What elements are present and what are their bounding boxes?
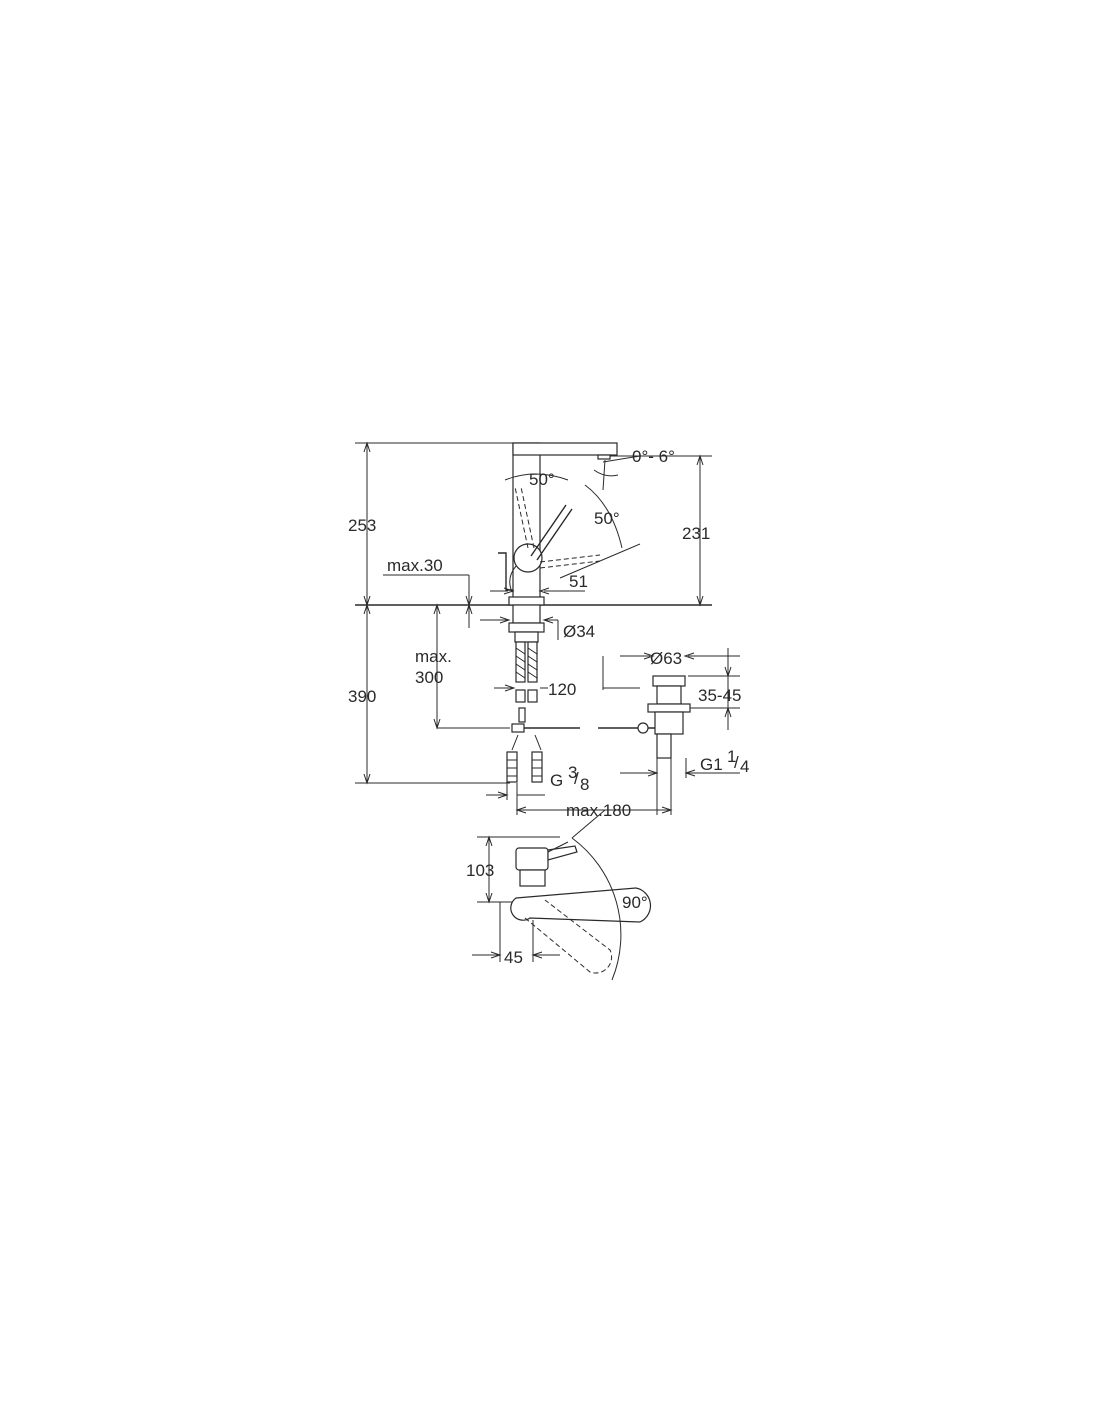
dim-shank-diameter: Ø34: [563, 622, 595, 641]
dim-waste-thread: G1: [700, 755, 723, 774]
dim-top-view-offset: 45: [504, 948, 523, 967]
aerator: [597, 454, 611, 460]
dim-waste-height-range: 35-45: [698, 686, 741, 705]
dimension-lines: [363, 441, 732, 815]
dim-body-width: 51: [569, 572, 588, 591]
dim-below-deck-total: 390: [348, 687, 376, 706]
dim-supply-thread-slash: /: [574, 769, 579, 788]
dim-rod-distance: 120: [548, 680, 576, 699]
faucet-side-view: [355, 442, 712, 606]
dim-height-total: 253: [348, 516, 376, 535]
dim-supply-thread-num: 3: [568, 763, 577, 782]
faucet-top-view: [472, 809, 652, 981]
dim-max-hose-line2: 300: [415, 668, 443, 687]
dimension-labels: 253 0°- 6° 50° 50° 231 max.30 51 Ø34 max…: [348, 447, 749, 967]
spout-arm: [512, 442, 618, 456]
dim-swivel-angle: 90°: [622, 893, 648, 912]
spout-top: [510, 887, 652, 923]
dim-supply-thread: G: [550, 771, 563, 790]
dim-handle-angle-front: 50°: [529, 470, 555, 489]
dim-spout-height: 231: [682, 524, 710, 543]
dim-handle-angle-back: 50°: [594, 509, 620, 528]
dim-max-reach: max.180: [566, 801, 631, 820]
dim-top-view-depth: 103: [466, 861, 494, 880]
dim-waste-thread-slash: /: [734, 753, 739, 772]
under-deck-assembly: [355, 604, 655, 784]
pop-up-waste: [602, 655, 740, 815]
dim-max-hose-line1: max.: [415, 647, 452, 666]
dim-supply-thread-den: 8: [580, 775, 589, 794]
dim-max-deck-thickness: max.30: [387, 556, 443, 575]
dim-spout-angle: 0°- 6°: [632, 447, 675, 466]
dim-waste-diameter: Ø63: [650, 649, 682, 668]
faucet-body: [512, 442, 541, 606]
dim-waste-thread-num: 1: [727, 747, 736, 766]
dim-waste-thread-den: 4: [740, 757, 749, 776]
